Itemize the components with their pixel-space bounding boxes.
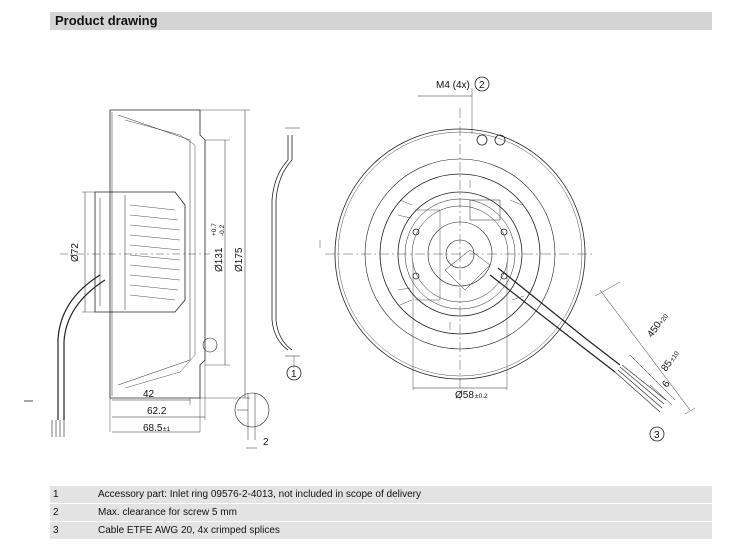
dim-gap2: 2: [263, 437, 269, 448]
callout-2-circle: [474, 76, 490, 92]
dim-len6: 6: [660, 378, 672, 389]
legend-num: 2: [53, 507, 59, 518]
dim-w685-tol: ±1: [163, 426, 171, 433]
inlet-ring: [271, 127, 321, 368]
dim-d58: Ø58: [455, 390, 474, 401]
legend-row: 2 Max. clearance for screw 5 mm: [50, 504, 712, 521]
legend-row: 1 Accessory part: Inlet ring 09576-2-401…: [50, 486, 712, 503]
legend-num: 3: [53, 525, 59, 536]
dim-d131-tol-dn: -0.2: [219, 224, 226, 236]
section-title: Product drawing: [55, 13, 158, 28]
dim-w685: 68.5: [143, 423, 163, 434]
callout-3-circle: [649, 426, 665, 442]
legend-table: 1 Accessory part: Inlet ring 09576-2-401…: [50, 486, 712, 540]
dim-d131: Ø131: [214, 247, 225, 272]
dim-w42: 42: [143, 389, 155, 400]
product-drawing: M4 (4x) 2 Ø72 Ø131 +0.7 -0.2 Ø175 1 42 6…: [24, 76, 696, 449]
dim-len85-tol: ±10: [669, 350, 681, 363]
dim-d72: Ø72: [70, 243, 81, 262]
legend-row: 3 Cable ETFE AWG 20, 4x crimped splices: [50, 522, 712, 539]
dim-d131-tol-up: +0.7: [211, 223, 218, 236]
callout-2-label: 2: [479, 80, 485, 91]
legend-text: Accessory part: Inlet ring 09576-2-4013,…: [98, 489, 421, 500]
section-header: Product drawing: [50, 12, 712, 30]
legend-text: Max. clearance for screw 5 mm: [98, 507, 237, 518]
legend-text: Cable ETFE AWG 20, 4x crimped splices: [98, 525, 280, 536]
callout-3-label: 3: [654, 430, 660, 441]
callout-1-label: 1: [291, 369, 297, 380]
front-view: [325, 88, 696, 415]
dim-d58-tol: ±0.2: [475, 393, 488, 400]
side-view: [51, 109, 270, 449]
dim-m4: M4 (4x): [436, 80, 470, 91]
dim-d175: Ø175: [234, 247, 245, 272]
dim-len450-tol: +20: [658, 313, 670, 326]
callout-1-circle: [286, 365, 302, 381]
dim-w622: 62.2: [147, 406, 167, 417]
legend-num: 1: [53, 489, 59, 500]
